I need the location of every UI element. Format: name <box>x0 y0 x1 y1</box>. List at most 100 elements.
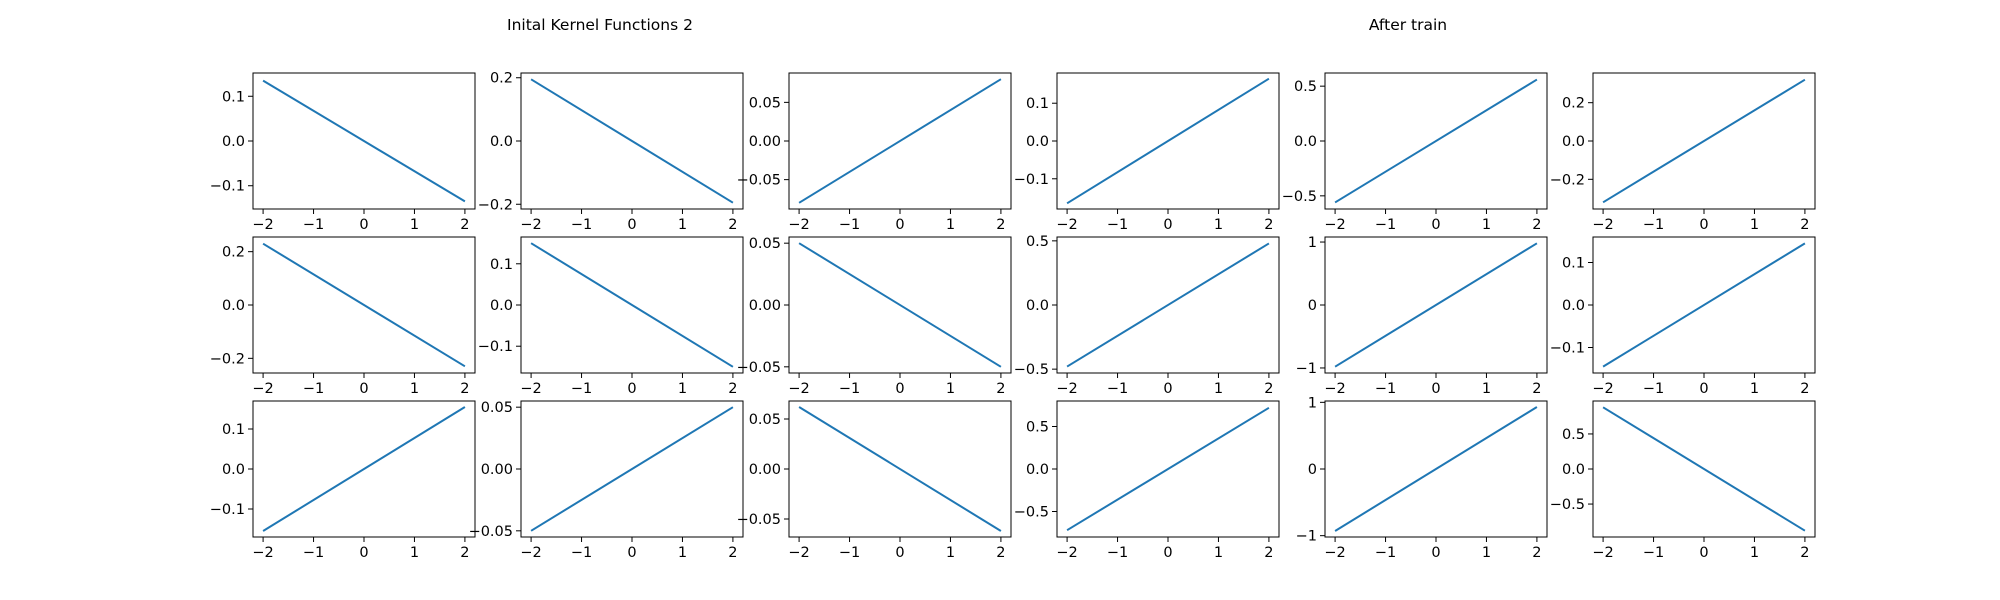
y-tick-label: −0.5 <box>1014 362 1049 378</box>
x-tick-label: −1 <box>839 217 860 233</box>
x-tick-label: 1 <box>678 545 687 561</box>
x-tick-label: 2 <box>996 217 1005 233</box>
y-tick-label: 0.0 <box>1562 298 1585 314</box>
y-tick-label: −0.1 <box>1550 341 1585 357</box>
x-tick-label: −2 <box>1324 217 1345 233</box>
x-tick-label: −1 <box>1107 217 1128 233</box>
x-tick-label: 2 <box>1800 217 1809 233</box>
x-tick-label: −2 <box>520 545 541 561</box>
x-tick-label: −2 <box>788 545 809 561</box>
y-tick-label: 0.5 <box>1026 420 1049 436</box>
x-tick-label: −1 <box>571 545 592 561</box>
x-tick-label: 0 <box>627 217 636 233</box>
y-tick-label: −0.1 <box>210 502 245 518</box>
y-tick-label: 0.00 <box>749 462 781 478</box>
y-tick-label: 0.0 <box>1026 462 1049 478</box>
x-tick-label: −1 <box>1643 545 1664 561</box>
x-tick-label: 0 <box>359 545 368 561</box>
y-tick-label: 0.0 <box>222 462 245 478</box>
y-tick-label: 0.0 <box>490 298 513 314</box>
x-tick-label: 1 <box>1750 217 1759 233</box>
y-tick-label: 0.0 <box>490 134 513 150</box>
x-tick-label: 1 <box>1214 381 1223 397</box>
x-tick-label: 1 <box>678 217 687 233</box>
x-tick-label: −1 <box>1375 545 1396 561</box>
x-tick-label: 2 <box>1264 217 1273 233</box>
x-tick-label: 1 <box>410 381 419 397</box>
x-tick-label: −2 <box>520 217 541 233</box>
x-tick-label: 2 <box>996 381 1005 397</box>
y-tick-label: 0.2 <box>222 245 245 261</box>
series-line <box>1334 78 1538 204</box>
x-tick-label: 2 <box>1532 545 1541 561</box>
x-tick-label: 2 <box>728 545 737 561</box>
y-tick-label: −0.05 <box>469 524 513 540</box>
x-tick-label: −2 <box>1324 381 1345 397</box>
x-tick-label: −2 <box>788 381 809 397</box>
y-tick-label: 0.00 <box>749 134 781 150</box>
y-tick-label: 0.1 <box>1026 96 1049 112</box>
x-tick-label: 2 <box>996 545 1005 561</box>
y-tick-label: −0.2 <box>1550 172 1585 188</box>
x-tick-label: 1 <box>946 381 955 397</box>
y-tick-label: −0.05 <box>737 512 781 528</box>
y-tick-label: 0.5 <box>1562 427 1585 443</box>
x-tick-label: 2 <box>728 217 737 233</box>
x-tick-label: 2 <box>1800 545 1809 561</box>
y-tick-label: 0.2 <box>1562 96 1585 112</box>
x-tick-label: 2 <box>1800 381 1809 397</box>
x-tick-label: 1 <box>1482 217 1491 233</box>
y-tick-label: −1 <box>1296 361 1317 377</box>
x-tick-label: −1 <box>839 545 860 561</box>
y-tick-label: 1 <box>1308 235 1317 251</box>
x-tick-label: 0 <box>895 381 904 397</box>
y-tick-label: −0.5 <box>1014 505 1049 521</box>
x-tick-label: −2 <box>252 545 273 561</box>
x-tick-label: 1 <box>1482 545 1491 561</box>
x-tick-label: −2 <box>1592 545 1613 561</box>
y-tick-label: 0.1 <box>222 422 245 438</box>
series-line <box>262 242 466 368</box>
x-tick-label: 2 <box>460 381 469 397</box>
x-tick-label: 0 <box>1431 381 1440 397</box>
series-line <box>262 406 466 532</box>
x-tick-label: 0 <box>1163 381 1172 397</box>
x-tick-label: −2 <box>252 217 273 233</box>
x-tick-label: 0 <box>1431 545 1440 561</box>
y-tick-label: 0.0 <box>1026 134 1049 150</box>
y-tick-label: 0.5 <box>1294 79 1317 95</box>
x-tick-label: −1 <box>1107 381 1128 397</box>
x-tick-label: 0 <box>1699 381 1708 397</box>
series-line <box>1602 78 1806 204</box>
series-line <box>1602 242 1806 368</box>
x-tick-label: −2 <box>520 381 541 397</box>
y-tick-label: −0.1 <box>1014 172 1049 188</box>
y-tick-label: 0.1 <box>1562 256 1585 272</box>
y-tick-label: 0.00 <box>481 462 513 478</box>
y-tick-label: −1 <box>1296 529 1317 545</box>
y-tick-label: 0.00 <box>749 298 781 314</box>
x-tick-label: −1 <box>1375 381 1396 397</box>
x-tick-label: −2 <box>788 217 809 233</box>
x-tick-label: 2 <box>460 217 469 233</box>
y-tick-label: −0.1 <box>478 339 513 355</box>
series-line <box>1066 77 1270 205</box>
y-tick-label: 0.05 <box>749 236 781 252</box>
x-tick-label: −2 <box>252 381 273 397</box>
